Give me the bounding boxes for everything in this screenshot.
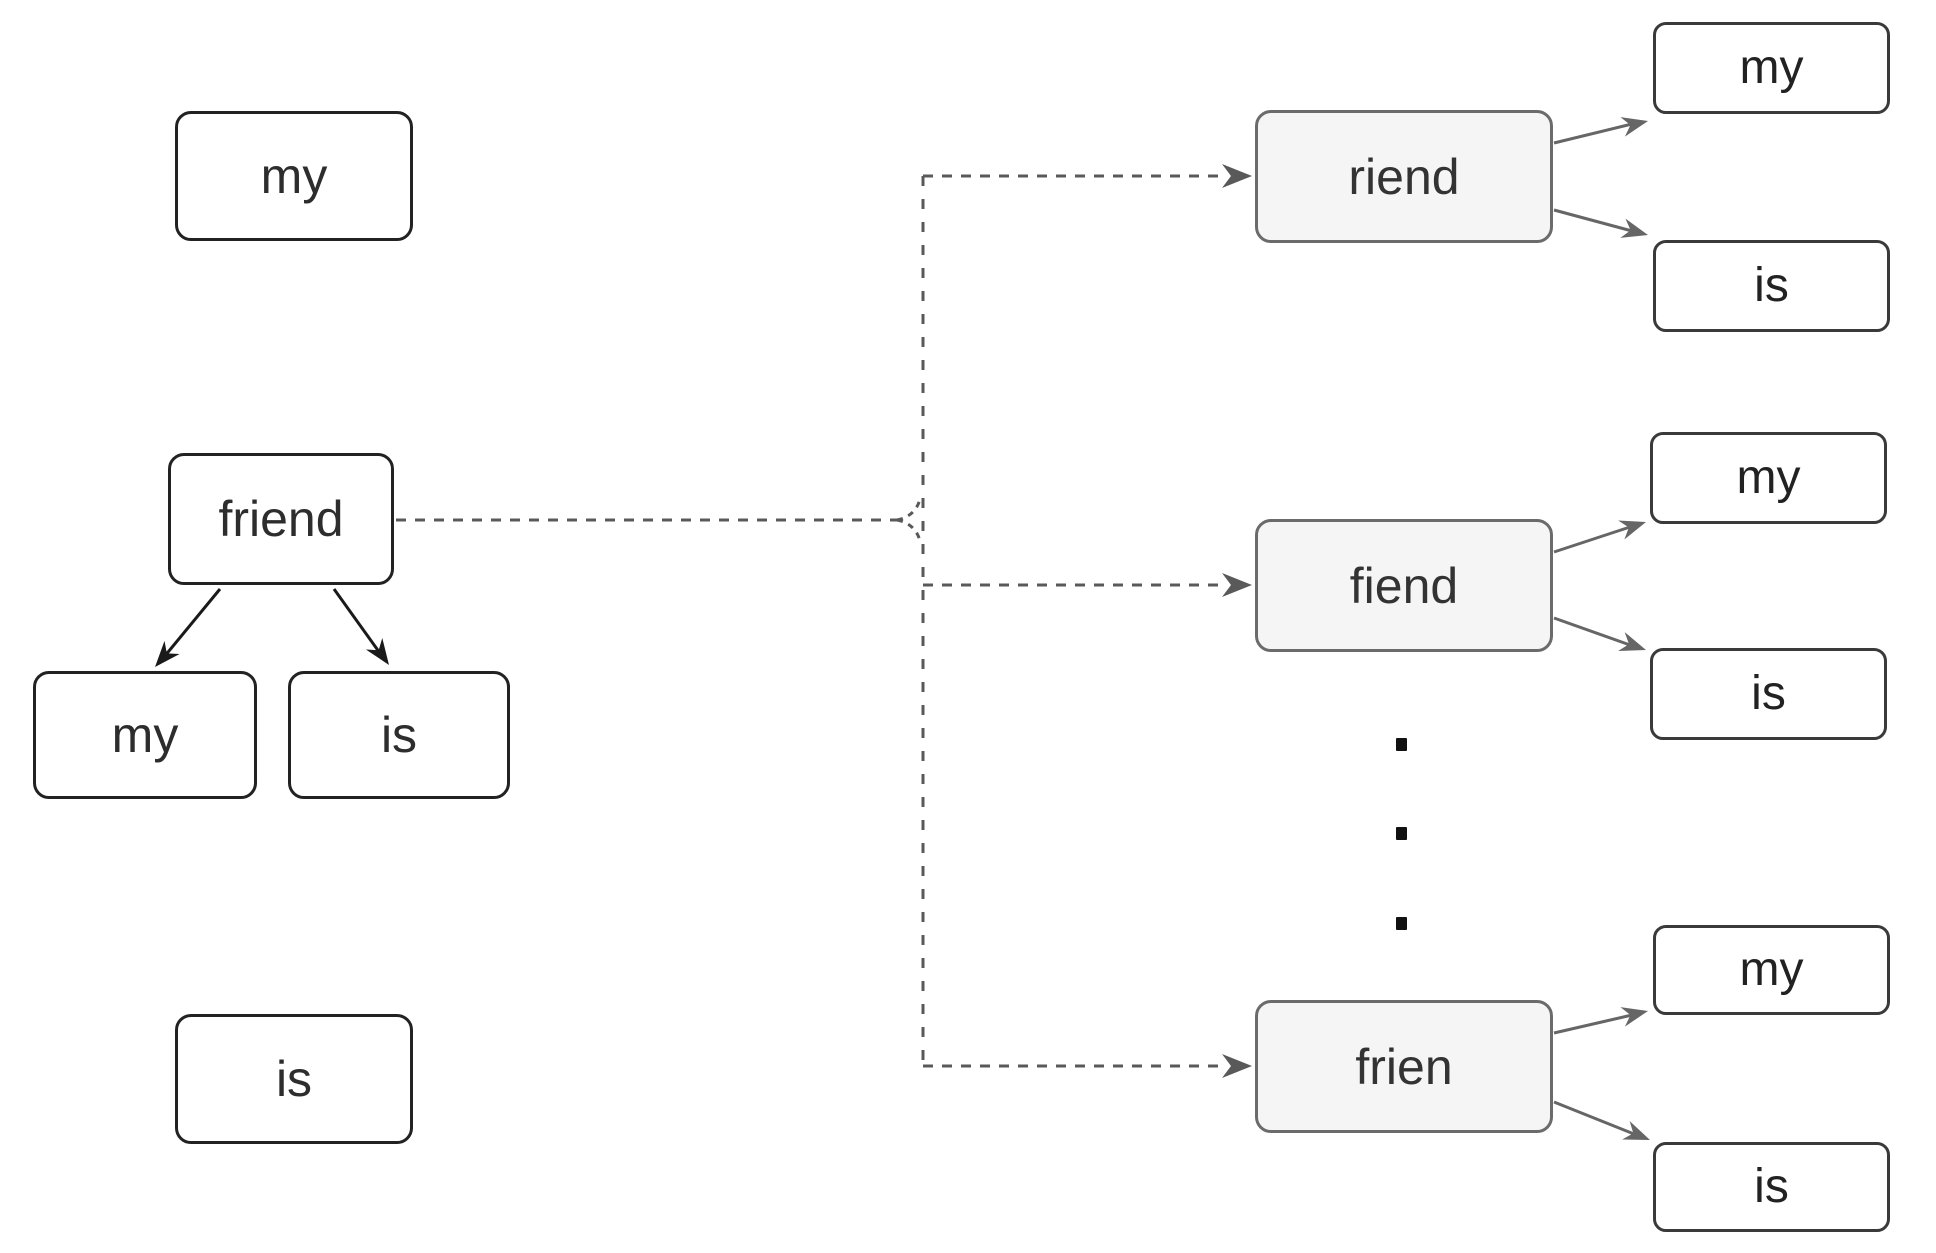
node-variant-fiend: fiend xyxy=(1255,519,1553,652)
node-variant-riend-is: is xyxy=(1653,240,1890,332)
node-variant-fiend-is: is xyxy=(1650,648,1887,740)
node-variant-fiend-my: my xyxy=(1650,432,1887,524)
node-variant-frien: frien xyxy=(1255,1000,1553,1133)
node-context-after: is xyxy=(175,1014,413,1144)
edge-riend-to-my xyxy=(1553,117,1648,145)
vertical-ellipsis-icon xyxy=(1396,738,1407,930)
dashed-branch-to-fiend xyxy=(923,573,1252,597)
node-child-my: my xyxy=(33,671,257,799)
edge-fiend-to-my xyxy=(1553,520,1646,554)
node-child-is: is xyxy=(288,671,510,799)
edge-frien-to-is xyxy=(1553,1100,1650,1140)
edge-riend-to-is xyxy=(1553,208,1648,238)
node-root-word: friend xyxy=(168,453,394,585)
node-variant-frien-is: is xyxy=(1653,1142,1890,1232)
node-variant-riend-my: my xyxy=(1653,22,1890,114)
edge-friend-to-my xyxy=(155,588,222,667)
edge-frien-to-my xyxy=(1553,1007,1648,1035)
dashed-branch-to-frien xyxy=(923,1054,1252,1078)
edge-fiend-to-is xyxy=(1553,616,1646,651)
dashed-branch-to-riend xyxy=(923,164,1252,188)
node-variant-riend: riend xyxy=(1255,110,1553,243)
dashed-connector-trunk xyxy=(396,176,925,1066)
node-variant-frien-my: my xyxy=(1653,925,1890,1015)
edge-friend-to-is xyxy=(332,588,389,665)
node-context-before: my xyxy=(175,111,413,241)
